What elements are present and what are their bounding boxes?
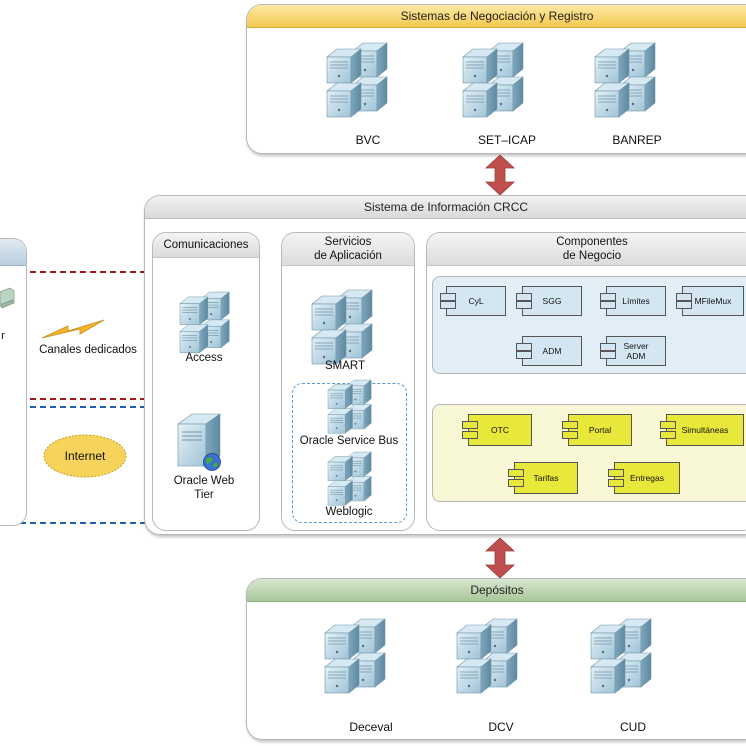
dcv-label: DCV bbox=[488, 720, 514, 734]
application-services-panel: Servicios de Aplicación bbox=[281, 232, 415, 531]
oracle-service-bus-label: Oracle Service Bus bbox=[299, 435, 399, 447]
globe-icon bbox=[203, 453, 221, 471]
component-tarifas-label: Tarifas bbox=[533, 473, 559, 483]
component-otc-label: OTC bbox=[491, 425, 509, 435]
component-tarifas: Tarifas bbox=[508, 462, 578, 494]
component-portal-label: Portal bbox=[588, 425, 612, 435]
component-limites-label: Límites bbox=[622, 296, 650, 306]
deceval-label: Deceval bbox=[349, 720, 393, 734]
application-services-title-line2: de Aplicación bbox=[314, 250, 382, 262]
access-server-icon bbox=[180, 292, 242, 348]
business-components-title: Componentes de Negocio bbox=[427, 233, 746, 266]
component-cyl: CyL bbox=[440, 286, 506, 316]
crcc-depositos-arrow bbox=[484, 537, 516, 579]
component-cyl-label: CyL bbox=[468, 296, 484, 306]
access-label: Access bbox=[185, 352, 223, 364]
negotiation-crcc-arrow bbox=[484, 154, 516, 196]
dcv-server-icon bbox=[457, 619, 519, 695]
internet-cloud-icon bbox=[43, 434, 127, 478]
component-adm-label: ADM bbox=[542, 346, 562, 356]
oracle-web-tier-label-line2: Tier bbox=[194, 489, 214, 501]
communications-title: Comunicaciones bbox=[153, 233, 259, 258]
oracle-web-tier-server-icon bbox=[177, 413, 221, 467]
component-adm: ADM bbox=[516, 336, 582, 366]
application-services-title-line1: Servicios bbox=[324, 236, 372, 248]
component-otc: OTC bbox=[462, 414, 532, 446]
cud-server-icon bbox=[591, 619, 653, 695]
business-components-title-line1: Componentes bbox=[556, 236, 628, 248]
depositos-title: Depósitos bbox=[247, 579, 746, 602]
set-icap-server-icon bbox=[463, 43, 525, 119]
depositos-panel: Depósitos Deceval DCV CUD bbox=[246, 578, 746, 740]
component-mfilemux-label: MFileMux bbox=[694, 296, 732, 306]
dedicated-channels-label: Canales dedicados bbox=[39, 344, 137, 356]
crcc-system-title: Sistema de Información CRCC bbox=[145, 196, 746, 219]
left-panel-header bbox=[0, 239, 26, 266]
deceval-server-icon bbox=[325, 619, 387, 695]
internet-label: Internet bbox=[64, 449, 106, 463]
left-partial-label: r bbox=[1, 330, 5, 342]
set-icap-label: SET–ICAP bbox=[477, 133, 537, 147]
component-sgg-label: SGG bbox=[542, 296, 562, 306]
component-entregas-label: Entregas bbox=[629, 473, 665, 483]
computer-icon bbox=[0, 287, 15, 309]
component-server-adm-label: Server ADM bbox=[623, 341, 649, 361]
component-mfilemux: MFileMux bbox=[676, 286, 744, 316]
bvc-label: BVC bbox=[355, 133, 381, 147]
smart-label: SMART bbox=[324, 360, 366, 372]
oracle-service-bus-server-icon bbox=[328, 380, 378, 436]
negotiation-systems-panel: Sistemas de Negociación y Registro BVC S… bbox=[246, 4, 746, 154]
communications-panel: Comunicaciones bbox=[152, 232, 260, 531]
weblogic-label: Weblogic bbox=[325, 506, 373, 518]
banrep-server-icon bbox=[595, 43, 657, 119]
component-simultaneas-label: Simultáneas bbox=[681, 425, 729, 435]
negotiation-systems-title: Sistemas de Negociación y Registro bbox=[247, 5, 746, 28]
bvc-server-icon bbox=[327, 43, 389, 119]
banrep-label: BANREP bbox=[612, 133, 662, 147]
component-sgg: SGG bbox=[516, 286, 582, 316]
weblogic-server-icon bbox=[328, 452, 378, 508]
application-services-title: Servicios de Aplicación bbox=[282, 233, 414, 266]
oracle-web-tier-label-line1: Oracle Web bbox=[173, 475, 235, 487]
component-entregas: Entregas bbox=[608, 462, 680, 494]
left-external-panel bbox=[0, 238, 27, 526]
component-portal: Portal bbox=[562, 414, 632, 446]
smart-server-icon bbox=[312, 290, 374, 366]
component-simultaneas: Simultáneas bbox=[660, 414, 744, 446]
lightning-bolt-icon bbox=[41, 319, 105, 339]
component-limites: Límites bbox=[600, 286, 666, 316]
business-components-title-line2: de Negocio bbox=[562, 250, 622, 262]
cud-label: CUD bbox=[620, 720, 646, 734]
component-server-adm: Server ADM bbox=[600, 336, 666, 366]
